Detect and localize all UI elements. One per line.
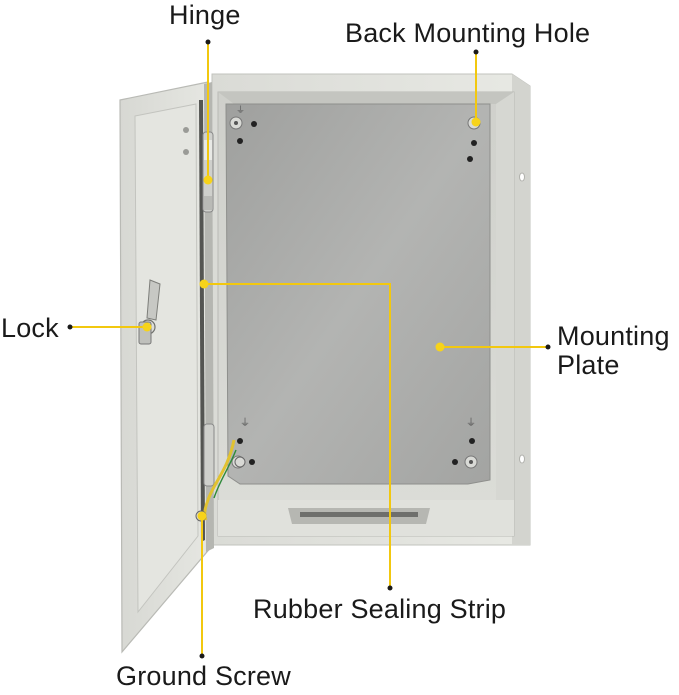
rubber-sealing-strip-leader: [204, 283, 391, 588]
hinge-label: Hinge: [169, 0, 241, 30]
ground-screw-label: Ground Screw: [116, 661, 291, 691]
callout-leaders: [70, 42, 548, 654]
svg-text:⏚: ⏚: [236, 105, 245, 116]
lock-label: Lock: [1, 313, 59, 343]
cabinet-door: [119, 81, 214, 654]
mounting-plate-label-line2: Plate: [557, 350, 620, 380]
mounting-plate: ⏚ ⏚ ⏚: [225, 103, 491, 485]
svg-text:⏚: ⏚: [240, 417, 250, 429]
mounting-plate-label-line1: Mounting: [557, 321, 670, 351]
mounting-plate-label: Mounting Plate: [557, 322, 670, 380]
rubber-sealing-strip-label: Rubber Sealing Strip: [253, 594, 507, 624]
callout-dots: [67, 39, 551, 659]
svg-text:⏚: ⏚: [466, 417, 476, 429]
back-mounting-hole-label: Back Mounting Hole: [345, 18, 591, 48]
